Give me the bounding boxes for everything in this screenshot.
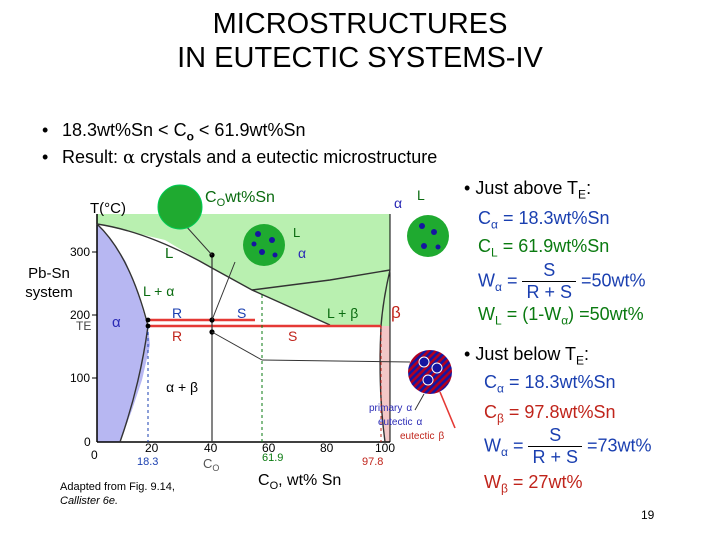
legend-pointer (414, 393, 425, 411)
composition-label: COwt%Sn (205, 189, 275, 209)
solidus-right (380, 269, 391, 327)
region-label-liquid: L (165, 245, 173, 262)
bullet-composition-range: •18.3wt%Sn < Co < 61.9wt%Sn (42, 120, 306, 144)
x-tick-label-60: 60 (262, 441, 276, 455)
x-tick-label-40: 40 (204, 441, 218, 455)
pb-sn-system-label: Pb-Sn system (14, 264, 84, 302)
micrograph-liquid (157, 184, 203, 230)
primary-alpha-grain (431, 229, 437, 235)
liquid-region (97, 214, 390, 326)
x-tick-label-0: 0 (91, 448, 98, 462)
x-tick-label-20: 20 (145, 441, 159, 455)
bullet-dot: • (42, 147, 49, 167)
page-number: 19 (641, 508, 655, 522)
micrograph-above-te (243, 224, 285, 266)
marked-value-18-3: 18.3 (137, 456, 158, 468)
legend-pointer-red (439, 391, 456, 429)
beta-region (379, 326, 390, 442)
micro-label-alpha: α (298, 245, 306, 261)
bullet-dot: • (464, 178, 476, 198)
micro-label-l-top: L (417, 187, 425, 203)
micrograph-right-upper (407, 215, 449, 257)
lever-r-below: R (172, 328, 182, 344)
below-te-heading: • Just below TE: (464, 344, 590, 368)
region-label-alpha-beta: α + β (166, 379, 198, 395)
alpha-region (97, 224, 150, 442)
bullet-result: •Result: α crystals and a eutectic micro… (42, 147, 438, 168)
lever-s-above: S (237, 305, 246, 321)
bullet-dot: • (464, 344, 476, 364)
lever-s-below: S (288, 328, 297, 344)
x-tick-label-80: 80 (320, 441, 334, 455)
primary-alpha-grain (255, 231, 261, 237)
primary-alpha-grain (251, 241, 257, 247)
micro-label-alpha-top: α (394, 195, 402, 211)
primary-alpha-grain (272, 252, 278, 258)
te-label: TE (76, 319, 91, 333)
tie-end-alpha-low (145, 323, 151, 329)
tie-end-alpha (145, 317, 151, 323)
micro-label-l: L (293, 225, 300, 240)
marked-value-97-8: 97.8 (362, 456, 383, 468)
above-w-l: WL = (1-Wα) =50wt% (478, 304, 644, 328)
primary-alpha-grain (259, 249, 265, 255)
slide-title-line-1: MICROSTRUCTURES (212, 8, 508, 40)
region-label-l-beta: L + β (327, 305, 358, 321)
primary-alpha-grain (435, 244, 441, 250)
above-te-heading: • Just above TE: (464, 178, 592, 202)
region-label-beta: β (391, 303, 401, 322)
above-c-l: CL = 61.9wt%Sn (478, 236, 610, 260)
primary-alpha-grain (418, 356, 430, 368)
primary-alpha-grain (422, 374, 434, 386)
micrograph-below-te (408, 350, 452, 394)
primary-alpha-grain (419, 223, 425, 229)
x-tick-label-100: 100 (375, 441, 395, 455)
pointer-below-2 (261, 359, 411, 363)
x-axis-title: CO, wt% Sn (258, 472, 341, 492)
pointer-liquid (184, 224, 213, 256)
below-w-beta: Wβ = 27wt% (484, 472, 583, 496)
above-c-alpha: Cα = 18.3wt%Sn (478, 208, 610, 232)
below-c-beta: Cβ = 97.8wt%Sn (484, 402, 616, 426)
solvus-left (119, 325, 149, 443)
region-label-l-alpha: L + α (143, 283, 174, 299)
temperature-axis-title: T(°C) (90, 200, 126, 217)
slide-title-line-2: IN EUTECTIC SYSTEMS-IV (177, 42, 543, 74)
liquidus-right (251, 269, 391, 291)
primary-alpha-grain (431, 362, 443, 374)
below-c-alpha: Cα = 18.3wt%Sn (484, 372, 616, 396)
y-tick-label-300: 300 (70, 245, 90, 259)
pointer-below-1 (211, 331, 263, 361)
solidus-left (96, 223, 149, 327)
lever-r-above: R (172, 305, 182, 321)
y-tick-label-0: 0 (84, 435, 91, 449)
primary-alpha-grain (269, 237, 275, 243)
y-tick-label-100: 100 (70, 371, 90, 385)
figure-caption: Adapted from Fig. 9.14, Callister 6e. (60, 481, 175, 507)
pointer-above (211, 261, 236, 321)
region-label-alpha: α (112, 314, 121, 331)
primary-alpha-grain (421, 243, 427, 249)
co-marker-label: CO (203, 456, 219, 473)
y-tick-label-200: 200 (70, 308, 90, 322)
bullet-dot: • (42, 120, 49, 140)
marked-value-61-9: 61.9 (262, 452, 283, 464)
